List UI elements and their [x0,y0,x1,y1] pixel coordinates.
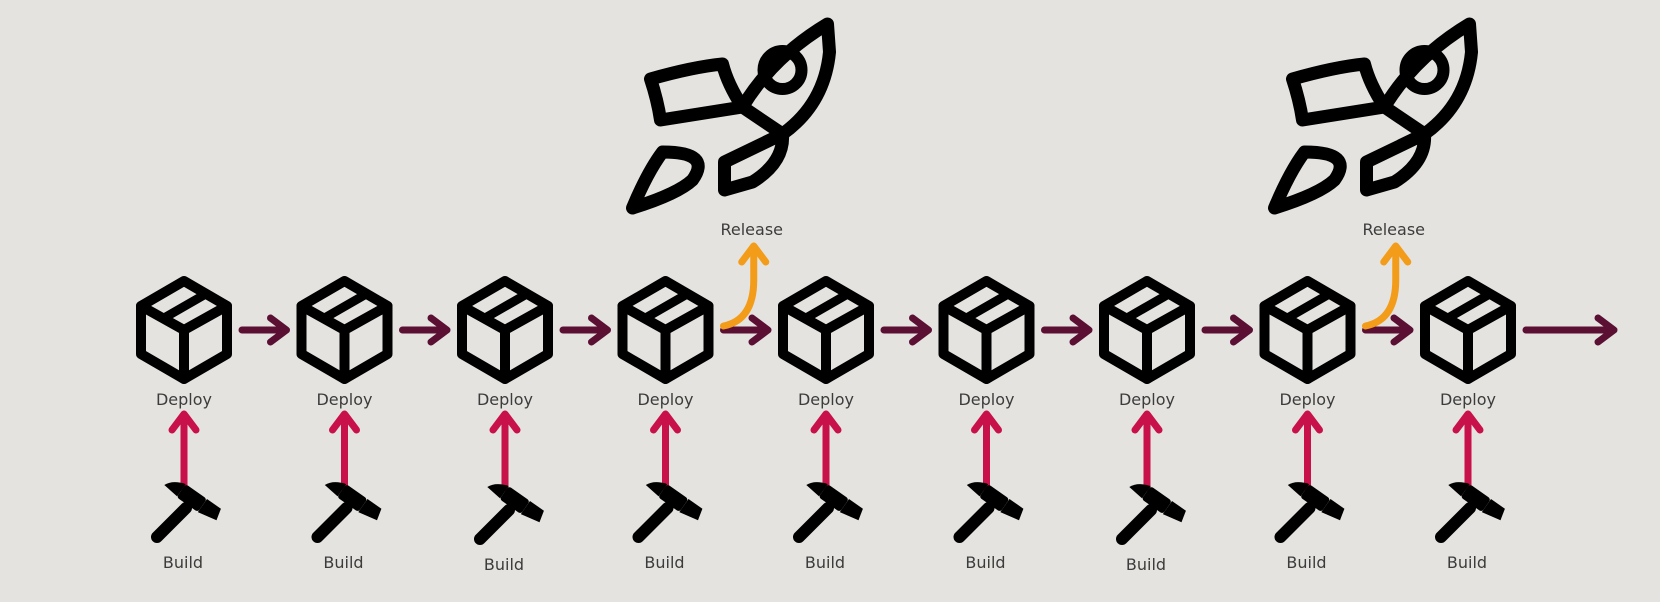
build-label: Build [1126,555,1166,574]
build-label: Build [484,555,524,574]
build-to-deploy-arrow [168,410,200,492]
package-box-icon [783,281,869,379]
arrowhead [650,410,681,434]
deploy-label: Deploy [477,390,533,409]
arrowhead [329,410,360,434]
deploy-label: Deploy [637,390,693,409]
build-label: Build [1286,553,1326,572]
pipeline-arrow [399,314,451,346]
hammer-icon [157,474,223,537]
build-label: Build [163,553,203,572]
release-label: Release [720,220,783,239]
package-box-icon [623,281,709,379]
build-to-deploy-arrow [489,410,521,492]
arrowhead [738,242,770,266]
hammer-icon [1441,474,1507,537]
deploy-label: Deploy [1119,390,1175,409]
deploy-label: Deploy [1440,390,1496,409]
pipeline-arrow [880,314,932,346]
package-box-icon [1104,281,1190,379]
arrowhead [1230,314,1253,346]
pipeline-arrow [559,314,611,346]
build-label: Build [1447,553,1487,572]
build-label: Build [644,553,684,572]
arrowhead [909,314,932,346]
package-box-icon [141,281,227,379]
arrowhead [748,314,772,346]
hammer-icon [480,476,546,539]
build-to-deploy-arrow [1452,410,1484,492]
arrowhead [810,410,842,434]
arrowhead [1069,314,1093,346]
package-box-icon [944,281,1030,379]
package-box-icon [462,281,548,379]
hammer-icon [960,474,1026,537]
build-label: Build [323,553,363,572]
arrowhead [1380,242,1412,266]
build-label: Build [965,553,1005,572]
hammer-icon [1122,476,1188,539]
build-label: Build [805,553,845,572]
arrowhead [1292,410,1323,434]
build-to-deploy-arrow [810,410,842,492]
deploy-label: Deploy [156,390,212,409]
pipeline-arrow [1522,314,1618,346]
rocket-icon [1275,24,1472,208]
arrowhead [489,410,521,434]
pipeline-arrow [1041,314,1093,346]
arrowhead [1594,314,1618,346]
hammer-icon [799,474,865,537]
pipeline-arrow [1201,314,1253,346]
release-label: Release [1362,220,1425,239]
release-arrow [720,242,770,330]
build-to-deploy-arrow [971,410,1002,492]
package-box-icon [1425,281,1511,379]
deploy-label: Deploy [958,390,1014,409]
hammer-icon [1281,474,1347,537]
rocket-icon [633,24,830,208]
package-box-icon [302,281,388,379]
build-to-deploy-arrow [1292,410,1323,492]
arrowhead [971,410,1002,434]
pipeline-arrow [238,314,290,346]
deploy-label: Deploy [1279,390,1335,409]
build-to-deploy-arrow [329,410,360,492]
hammer-icon [318,474,384,537]
deploy-label: Deploy [316,390,372,409]
arrowhead [267,314,290,346]
pipeline-arrow [720,314,772,346]
build-to-deploy-arrow [1131,410,1163,492]
arrowhead [168,410,200,434]
arrowhead [1131,410,1163,434]
arrowhead [588,314,611,346]
release-arrow [1362,242,1412,330]
hammer-icon [639,474,705,537]
arrowhead [427,314,451,346]
build-to-deploy-arrow [650,410,681,492]
package-box-icon [1265,281,1351,379]
pipeline-arrow [1362,314,1414,346]
arrowhead [1390,314,1414,346]
deploy-label: Deploy [798,390,854,409]
arrowhead [1452,410,1484,434]
